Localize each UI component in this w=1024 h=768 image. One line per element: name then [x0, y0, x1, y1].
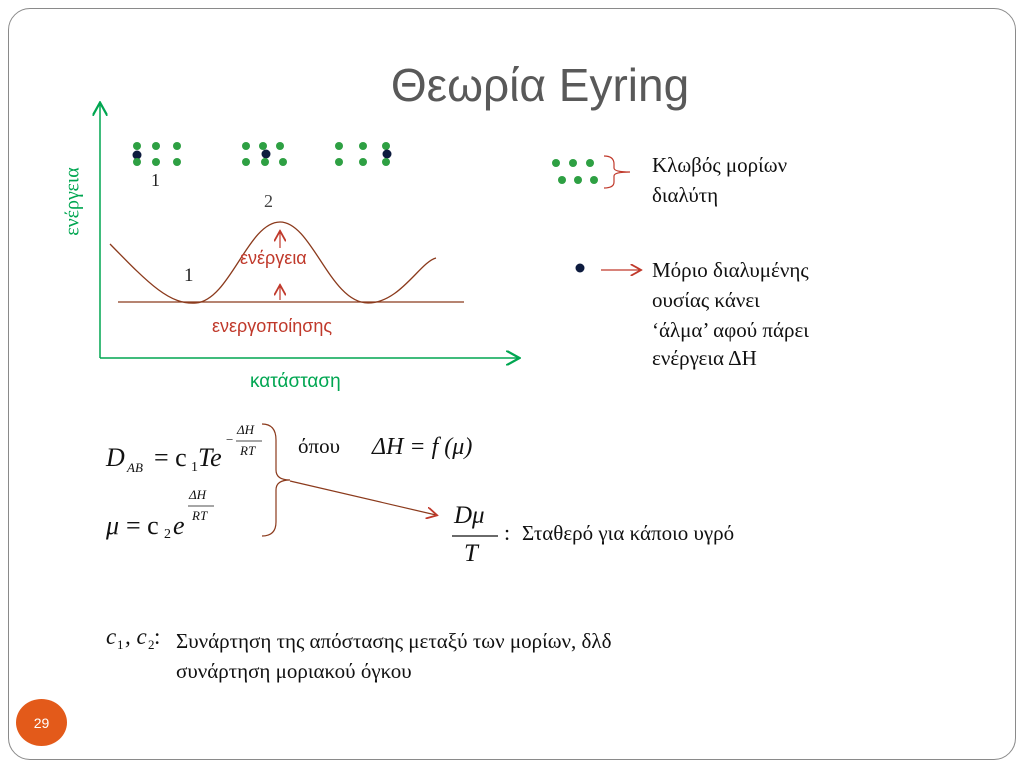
legend-solute-text-line2: ουσίας κάνει	[652, 288, 760, 312]
fraction-colon: :	[504, 520, 511, 545]
dab-lhs: D	[106, 443, 125, 472]
legend-cage-text-line1: Κλωβός μορίων	[652, 153, 788, 177]
mu-exp-num: ΔH	[189, 487, 207, 502]
mu-e: e	[173, 511, 185, 540]
molecule-group-2	[242, 142, 287, 166]
legend-cage-dots	[552, 159, 598, 184]
mu-lhs: μ	[106, 511, 120, 540]
state-label-top: 1	[151, 170, 160, 190]
opou-label: όπου	[298, 434, 340, 458]
page-number-badge: 29	[16, 699, 67, 746]
energy-curve	[109, 221, 437, 304]
state-label-peak: 2	[264, 191, 273, 211]
c-description-line1: Συνάρτηση της απόστασης μεταξύ των μορίω…	[176, 629, 612, 653]
c-label-sub2: 2	[148, 637, 155, 652]
legend-solute-dot	[575, 263, 585, 273]
legend-solute-text-line3: ‘άλμα’ αφού πάρει	[652, 318, 809, 342]
y-axis-label: ενέργεια	[61, 167, 84, 236]
fraction-numerator: Dμ	[454, 502, 485, 529]
c-label-c2: , c	[125, 624, 147, 649]
slide-title: Θεωρία Eyring	[390, 59, 690, 111]
legend-solute-text-line4: ενέργεια ΔΗ	[652, 346, 757, 370]
dh-expression: ΔH = f (μ)	[372, 434, 473, 460]
legend-solute-text-line1: Μόριο διαλυμένης	[652, 258, 809, 282]
activation-label-line1: ενέργεια	[240, 248, 307, 268]
mu-exp-den: RT	[192, 508, 208, 523]
c-label-sub1: 1	[117, 637, 124, 652]
c-description-line2: συνάρτηση μοριακού όγκου	[176, 659, 412, 683]
dab-exp-sign: −	[226, 432, 234, 447]
slide-frame	[8, 8, 1016, 760]
dab-exp-num: ΔH	[237, 422, 255, 437]
dab-te: Te	[198, 443, 222, 472]
constant-description: Σταθερό για κάποιο υγρό	[522, 521, 735, 545]
state-label-well: 1	[184, 265, 194, 286]
mu-c-sub: 2	[164, 527, 171, 542]
dab-sub: AB	[127, 460, 143, 475]
legend-cage-text-line2: διαλύτη	[652, 183, 719, 207]
fraction-denominator: T	[464, 540, 478, 567]
equation-arrow	[289, 480, 436, 515]
equation-bracket	[261, 423, 291, 537]
molecule-group-1	[132, 142, 181, 166]
dab-rhs: = c	[154, 443, 187, 472]
activation-label-line2: ενεργοποίησης	[212, 316, 333, 336]
x-axis-label: κατάσταση	[250, 371, 341, 392]
molecule-group-3	[335, 142, 392, 166]
legend-cage-bracket	[603, 155, 631, 189]
dab-exp-den: RT	[240, 443, 256, 458]
c-label-colon: :	[154, 624, 161, 649]
mu-rhs: = c	[126, 511, 159, 540]
c-label-c1: c	[106, 624, 117, 649]
dab-c-sub: 1	[191, 460, 198, 475]
